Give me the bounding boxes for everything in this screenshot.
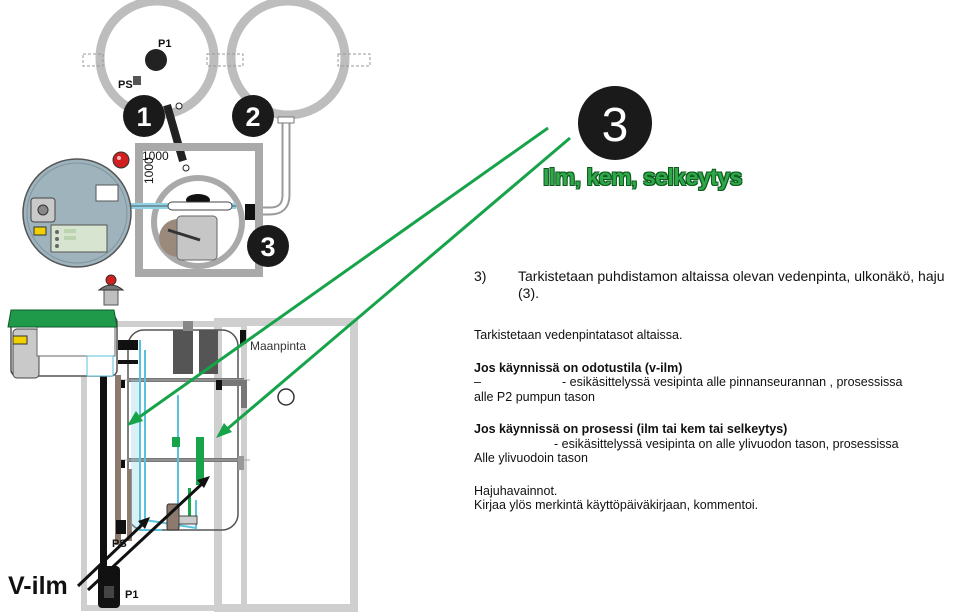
pointer-arrows	[127, 126, 571, 438]
step-row: 3) Tarkistetaan puhdistamon altaissa ole…	[474, 268, 954, 302]
alarm-lamp-icon	[112, 151, 130, 169]
standby-line1-row: – - esikäsittelyssä vesipinta alle pinna…	[474, 375, 954, 390]
control-unit-icon	[22, 158, 132, 268]
odour-title: Hajuhavainnot.	[474, 483, 558, 498]
standby-dash: –	[474, 375, 481, 389]
process-title: Jos käynnissä on prosessi (ilm tai kem t…	[474, 422, 788, 436]
svg-text:1: 1	[136, 102, 151, 132]
ps-sensor	[133, 76, 141, 85]
tank-badge-2: 2	[232, 95, 274, 137]
process-line2: Alle ylivuodoin tason	[474, 451, 588, 465]
standby-line1: - esikäsittelyssä vesipinta alle pinnans…	[562, 375, 903, 389]
svg-text:3: 3	[260, 232, 275, 262]
step-number: 3)	[474, 268, 487, 284]
standby-block: Jos käynnissä on odotustila (v-ilm) – - …	[474, 361, 954, 405]
check-levels-text: Tarkistetaan vedenpintatasot altaissa.	[474, 328, 683, 342]
step-badge: 3	[578, 86, 652, 160]
top-view-tanks	[82, 0, 371, 277]
process-block: Jos käynnissä on prosessi (ilm tai kem t…	[474, 422, 954, 466]
step-heading: Ilm, kem, selkeytys	[543, 164, 742, 190]
v-ilm-arrows	[76, 476, 210, 592]
ground-level-label: Maanpinta	[250, 339, 306, 353]
p1-bottom-label: P1	[125, 589, 138, 601]
standby-title: Jos käynnissä on odotustila (v-ilm)	[474, 360, 683, 375]
svg-text:2: 2	[245, 102, 260, 132]
volume-label-vertical: 1000	[142, 157, 156, 184]
p1-top-label: P1	[158, 38, 171, 50]
tank-badge-3: 3	[247, 225, 289, 267]
volume-label-horizontal: 1000	[142, 149, 169, 163]
instructions: 3) Tarkistetaan puhdistamon altaissa ole…	[474, 268, 954, 513]
v-ilm-label: V-ilm	[8, 572, 68, 600]
section-view	[7, 274, 358, 612]
odour-block: Hajuhavainnot. Kirjaa ylös merkintä käyt…	[474, 484, 954, 513]
standby-line2: alle P2 pumpun tason	[474, 389, 595, 404]
process-line1: - esikäsittelyssä vesipinta on alle yliv…	[554, 436, 899, 451]
odour-note: Kirjaa ylös merkintä käyttöpäiväkirjaan,…	[474, 498, 759, 512]
tank-badge-1: 1	[123, 95, 165, 137]
ps-top-label: PS	[118, 79, 133, 91]
step-title: Tarkistetaan puhdistamon altaissa olevan…	[518, 268, 945, 301]
svg-text:3: 3	[602, 99, 629, 152]
